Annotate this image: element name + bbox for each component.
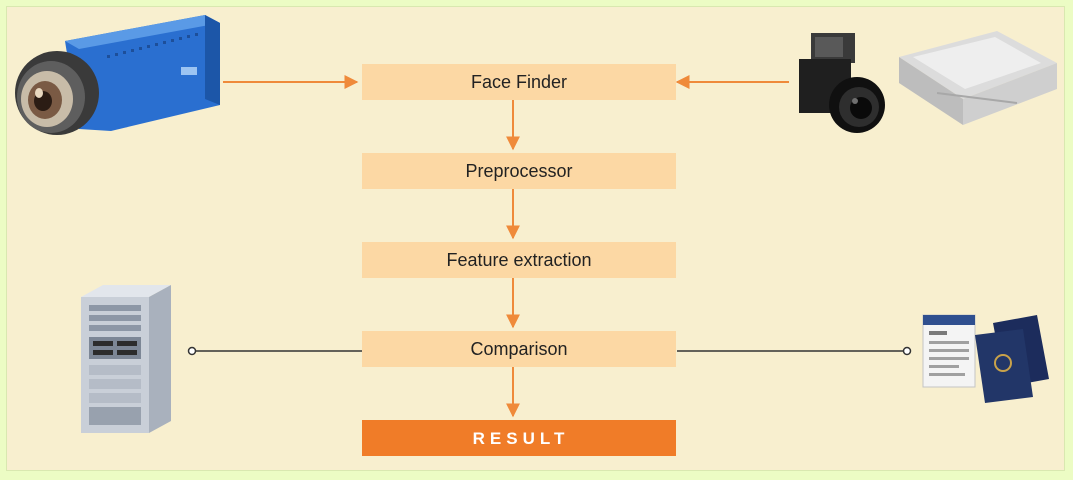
step-preprocessor: Preprocessor: [362, 153, 676, 189]
server-tower-icon: [81, 285, 171, 433]
step-comparison: Comparison: [362, 331, 676, 367]
passport-documents-icon: [922, 314, 1049, 403]
step-comparison-label: Comparison: [470, 339, 567, 359]
flatbed-scanner-icon: [899, 31, 1057, 125]
step-preprocessor-label: Preprocessor: [465, 161, 572, 181]
step-feature-extraction-label: Feature extraction: [446, 250, 591, 270]
step-result-label: RESULT: [473, 429, 570, 448]
video-camera-icon: [15, 15, 220, 135]
step-face-finder-label: Face Finder: [471, 72, 567, 92]
step-face-finder: Face Finder: [362, 64, 676, 100]
database-connector-dot: [187, 346, 197, 356]
face-recognition-flowchart: Face Finder Preprocessor Feature extract…: [15, 15, 1057, 456]
step-result: RESULT: [362, 420, 676, 456]
documents-connector-dot: [902, 346, 912, 356]
photo-camera-icon: [799, 33, 885, 133]
diagram-panel: Face Finder Preprocessor Feature extract…: [6, 6, 1065, 471]
step-feature-extraction: Feature extraction: [362, 242, 676, 278]
